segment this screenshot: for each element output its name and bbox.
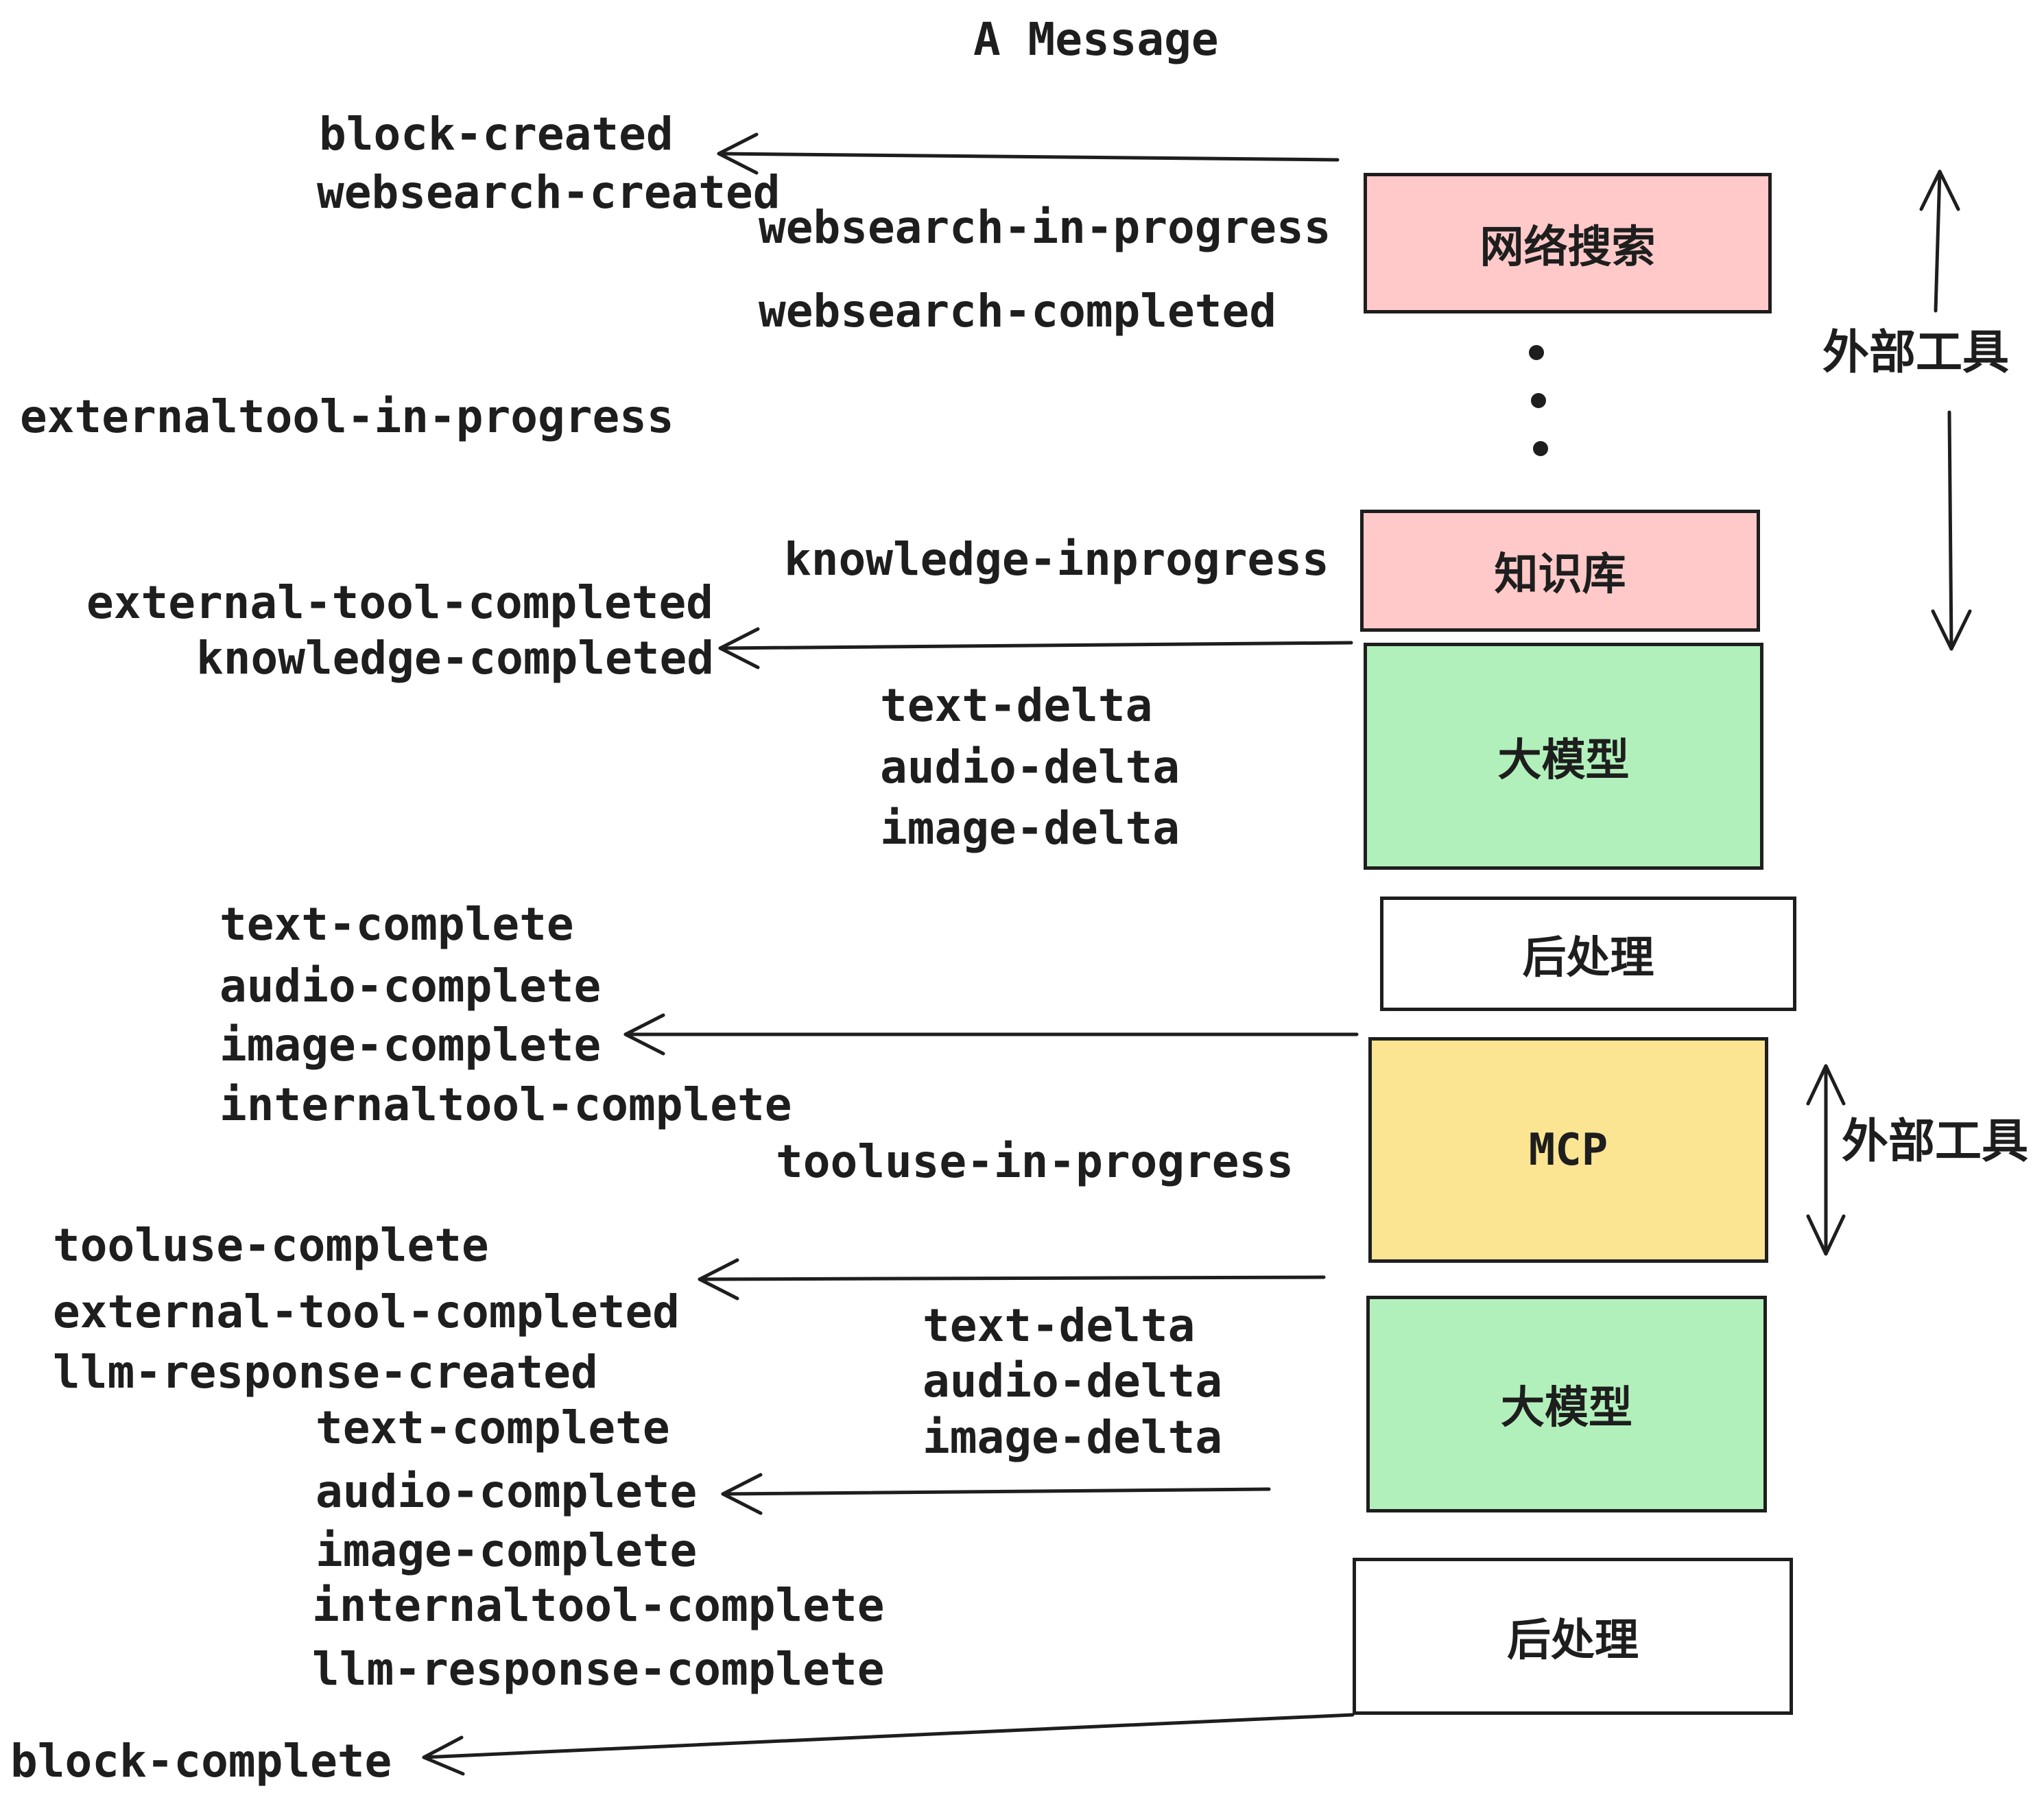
event-websearch-in-progress: websearch-in-progress [759, 201, 1331, 254]
external-tools-down-arrow [1931, 410, 1972, 651]
event-block-complete: block-complete [10, 1735, 392, 1788]
event-tooluse-in-progress: tooluse-in-progress [776, 1135, 1294, 1188]
node-mcp: MCP [1368, 1037, 1768, 1263]
event-text-delta-2: text-delta [923, 1299, 1196, 1352]
event-external-tool-completed-2: external-tool-completed [53, 1285, 680, 1338]
event-knowledge-inprogress: knowledge-inprogress [784, 533, 1329, 586]
event-websearch-created: websearch-created [317, 166, 781, 219]
node-postprocess-2: 后处理 [1353, 1558, 1793, 1715]
event-audio-delta-1: audio-delta [880, 741, 1180, 794]
event-audio-delta-2: audio-delta [923, 1355, 1223, 1408]
arrow-to-knowledge-completed [718, 627, 1353, 669]
arrow-to-block-complete [422, 1713, 1355, 1776]
ellipsis-dots [1529, 345, 1548, 456]
event-audio-complete-2: audio-complete [316, 1465, 698, 1518]
event-image-delta-2: image-delta [923, 1411, 1223, 1464]
event-audio-complete-1: audio-complete [219, 960, 602, 1012]
event-image-complete-1: image-complete [219, 1019, 602, 1071]
event-text-delta-1: text-delta [880, 679, 1153, 732]
event-image-complete-2: image-complete [316, 1524, 698, 1577]
event-llm-response-complete: llm-response-complete [312, 1643, 885, 1696]
event-internaltool-complete-2: internaltool-complete [312, 1579, 885, 1632]
event-websearch-completed: websearch-completed [759, 285, 1276, 337]
event-externaltool-in-progress: externaltool-in-progress [20, 390, 674, 443]
event-text-complete-2: text-complete [316, 1401, 670, 1454]
node-postprocess-1: 后处理 [1380, 897, 1796, 1011]
arrow-to-tooluse-complete [698, 1258, 1326, 1301]
node-websearch: 网络搜索 [1364, 173, 1772, 313]
event-internaltool-complete-1: internaltool-complete [219, 1078, 792, 1131]
external-tools-updown-arrow [1806, 1064, 1846, 1256]
event-image-delta-1: image-delta [880, 802, 1180, 855]
arrow-to-audio-complete [721, 1473, 1271, 1515]
node-llm-1: 大模型 [1364, 643, 1763, 870]
node-websearch-label: 网络搜索 [1479, 222, 1656, 273]
external-tools-up-arrow [1919, 169, 1960, 313]
node-knowledge-label: 知识库 [1494, 549, 1626, 600]
event-tooluse-complete: tooluse-complete [53, 1219, 489, 1272]
external-tools-label-top: 外部工具 [1822, 326, 2010, 380]
node-llm-2-label: 大模型 [1501, 1383, 1632, 1434]
event-block-created: block-created [319, 108, 674, 161]
arrow-to-block-created [717, 132, 1340, 175]
event-external-tool-completed: external-tool-completed [86, 576, 713, 629]
event-knowledge-completed: knowledge-completed [196, 632, 714, 685]
page-title: A Message [973, 13, 1219, 66]
external-tools-label-mid: 外部工具 [1842, 1115, 2029, 1169]
node-mcp-label: MCP [1528, 1124, 1608, 1176]
node-postprocess-2-label: 后处理 [1507, 1615, 1639, 1666]
event-llm-response-created: llm-response-created [53, 1346, 598, 1399]
node-llm-1-label: 大模型 [1497, 735, 1630, 786]
node-knowledge: 知识库 [1360, 510, 1760, 632]
event-text-complete-1: text-complete [219, 898, 574, 951]
node-postprocess-1-label: 后处理 [1522, 932, 1654, 984]
node-llm-2: 大模型 [1366, 1296, 1767, 1512]
arrow-to-image-complete [623, 1013, 1359, 1056]
